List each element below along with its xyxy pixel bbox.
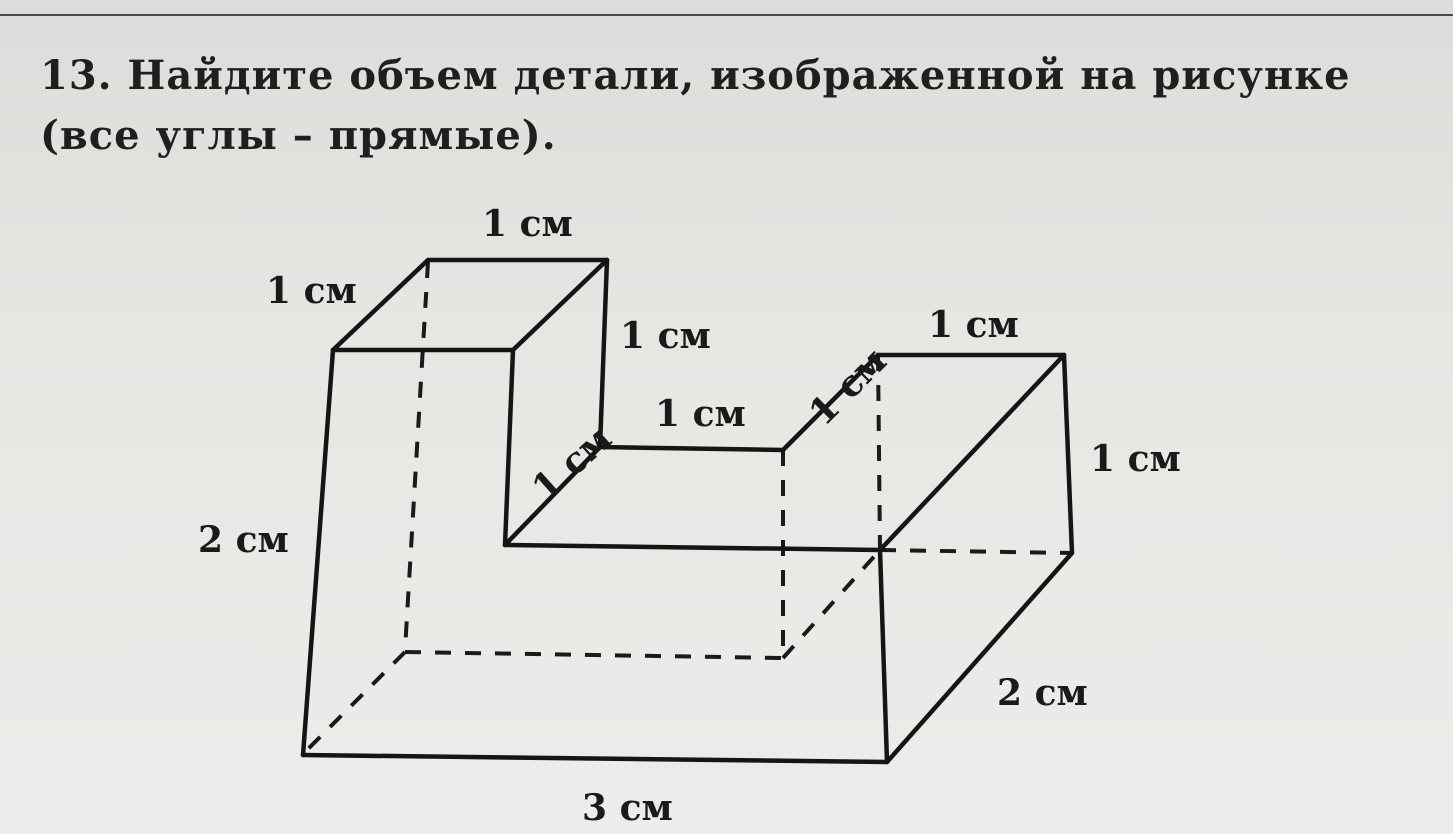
hidden-right-back-vertical (876, 354, 882, 551)
label-inner-floor: 1 см (655, 393, 746, 435)
hidden-left-depth (303, 650, 407, 754)
label-top-left: 1 см (266, 270, 357, 312)
edge-groove-back (597, 444, 786, 453)
label-width: 3 см (582, 787, 673, 829)
hidden-right-back-bottom (879, 548, 1073, 555)
edge-left-back-vertical (597, 257, 610, 450)
edge-groove-front (502, 542, 883, 553)
label-right-top: 1 см (928, 304, 1019, 346)
problem-line-2: (все углы – прямые). (40, 112, 557, 159)
hidden-edges (303, 261, 1073, 754)
label-left-col-height: 1 см (620, 315, 711, 357)
top-rule (0, 14, 1453, 16)
label-right-height: 1 см (1090, 438, 1181, 480)
problem-line-1: 13. Найдите объем детали, изображенной н… (40, 46, 1430, 106)
edge-right-back-vertical (1061, 352, 1075, 556)
edge-left-top-right-depth (510, 257, 610, 353)
dimension-labels: 1 см 1 см 1 см 1 см 1 см 1 см 1 см 1 см … (198, 203, 1181, 829)
edge-left-inner-vertical (502, 347, 516, 548)
label-total-height: 2 см (198, 519, 289, 561)
edge-front-bottom (300, 752, 890, 765)
hidden-back-bottom (404, 650, 784, 660)
edge-left-top-depth (330, 257, 431, 353)
edge-right-front-vertical (877, 547, 890, 765)
problem-text-1: Найдите объем детали, изображенной на ри… (127, 52, 1351, 99)
edge-front-left-vertical (300, 347, 336, 758)
edge-groove-depth-left (502, 444, 603, 548)
problem-number: 13. (40, 52, 113, 99)
edge-right-bottom-depth (884, 550, 1075, 765)
label-depth: 2 см (997, 672, 1088, 714)
problem-statement: 13. Найдите объем детали, изображенной н… (40, 46, 1430, 166)
edge-groove-depth-right (780, 352, 881, 453)
label-top-back: 1 см (482, 203, 573, 245)
label-inner-depth-left: 1 см (524, 417, 620, 509)
edge-right-top-diagonal (877, 352, 1067, 553)
hidden-back-left-vertical (403, 261, 430, 651)
visible-edges (300, 257, 1075, 765)
hidden-right-depth (781, 548, 882, 660)
